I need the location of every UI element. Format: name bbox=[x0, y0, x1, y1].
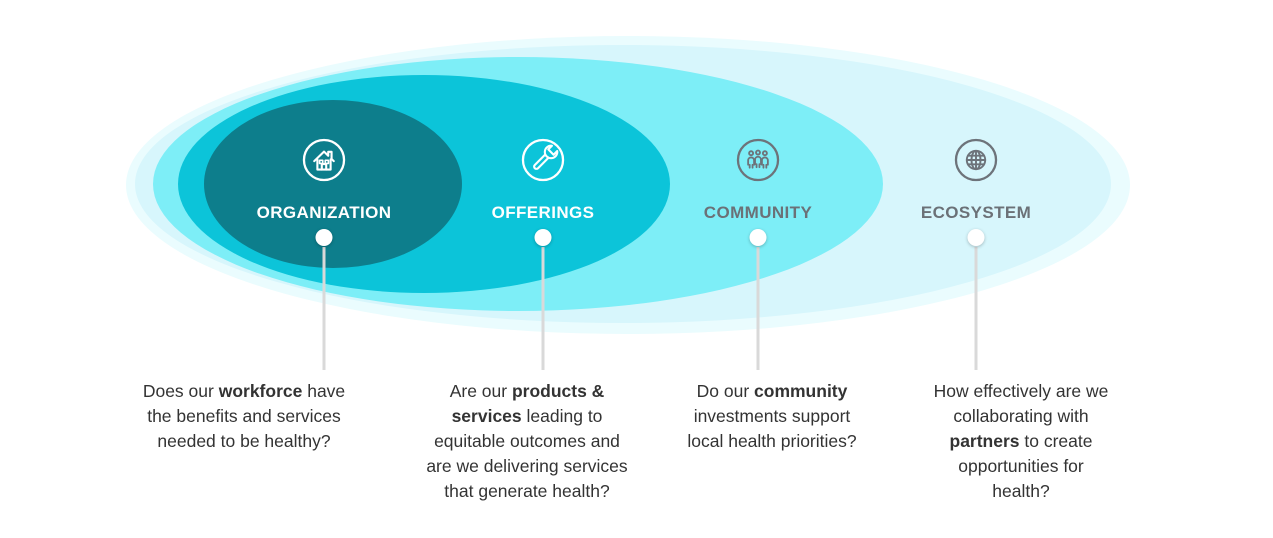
level-label-ecosystem: ECOSYSTEM bbox=[920, 203, 1032, 222]
level-label-offerings: OFFERINGS bbox=[491, 203, 595, 222]
connector-line-offerings bbox=[541, 247, 545, 370]
level-label-organization: ORGANIZATION bbox=[256, 203, 392, 222]
connector-line-ecosystem bbox=[974, 247, 978, 370]
connector-dot-organization bbox=[315, 229, 333, 246]
level-label-community: COMMUNITY bbox=[703, 203, 813, 222]
globe-icon bbox=[953, 137, 999, 183]
connector-line-organization bbox=[322, 247, 326, 370]
people-icon bbox=[735, 137, 781, 183]
connector-dot-ecosystem bbox=[967, 229, 985, 246]
connector-line-community bbox=[756, 247, 760, 370]
house-icon bbox=[301, 137, 347, 183]
connector-dot-community bbox=[749, 229, 767, 246]
ring-organization bbox=[204, 100, 462, 268]
wrench-icon bbox=[520, 137, 566, 183]
connector-dot-offerings bbox=[534, 229, 552, 246]
